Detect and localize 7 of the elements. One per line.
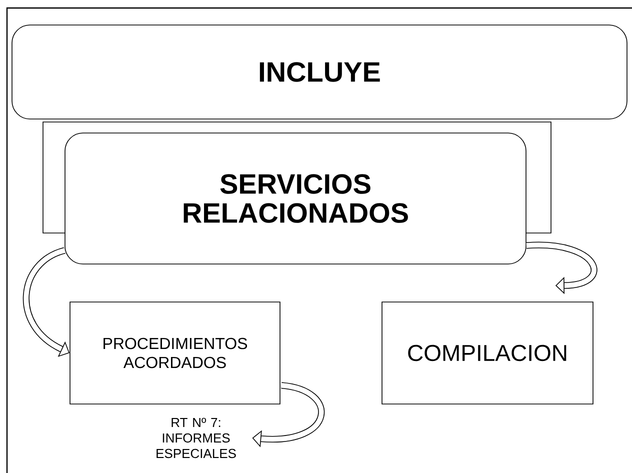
note-text: RT Nº 7: INFORMES ESPECIALES xyxy=(156,418,236,458)
process-box: PROCEDIMIENTOS ACORDADOS xyxy=(70,302,280,404)
heading-box: INCLUYE xyxy=(12,24,628,120)
process-box: COMPILACION xyxy=(382,302,594,404)
rounded-box: SERVICIOS RELACIONADOS xyxy=(64,132,526,264)
curved-arrow xyxy=(526,242,598,294)
curved-arrow xyxy=(252,382,324,448)
